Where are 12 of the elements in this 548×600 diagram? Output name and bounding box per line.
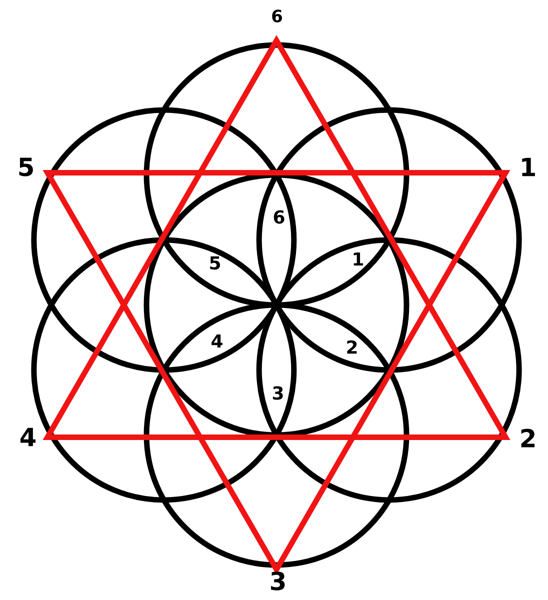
number-label: 3 — [272, 386, 283, 400]
number-label: 4 — [20, 428, 36, 446]
number-label: 6 — [274, 210, 284, 224]
number-label: 2 — [521, 428, 534, 448]
number-label: 3 — [271, 572, 285, 590]
number-label: 1 — [354, 252, 363, 266]
number-label: 5 — [210, 256, 220, 270]
number-label: 2 — [347, 340, 357, 354]
number-label: 4 — [212, 334, 222, 348]
number-label: 1 — [522, 158, 535, 176]
number-label: 5 — [19, 158, 33, 176]
number-label: 6 — [272, 10, 282, 22]
